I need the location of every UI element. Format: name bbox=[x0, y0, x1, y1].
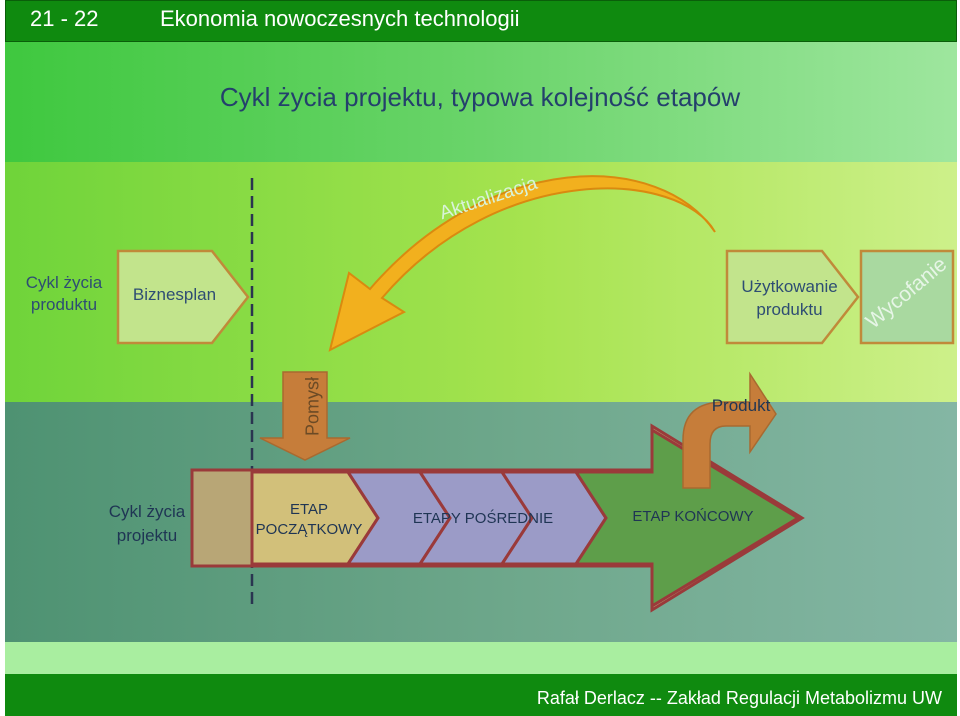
project-lifecycle-label: Cykl życia projektu bbox=[92, 500, 202, 548]
pomysl-label: Pomysł bbox=[302, 377, 323, 437]
uzytkowanie-chevron bbox=[725, 249, 860, 345]
uzytkowanie-label: Użytkowanie produktu bbox=[727, 275, 852, 321]
product-bent-arrow-icon bbox=[682, 371, 777, 489]
uzytkowanie-label-line1: Użytkowanie bbox=[741, 277, 838, 296]
etap-start-label-line1: ETAP bbox=[289, 501, 329, 518]
etap-start-label-line2: POCZĄTKOWY bbox=[255, 521, 363, 538]
update-curved-arrow-icon bbox=[328, 175, 716, 352]
slide-title: Cykl życia projektu, typowa kolejność et… bbox=[219, 82, 741, 112]
title-band bbox=[5, 42, 957, 162]
project-lifecycle-label-line1: Cykl życia bbox=[108, 502, 186, 521]
idea-down-arrow-icon bbox=[259, 371, 351, 461]
header-bar bbox=[5, 0, 957, 42]
etap-start-label: ETAP POCZĄTKOWY bbox=[250, 500, 368, 540]
bottom-band bbox=[5, 642, 957, 674]
etap-end-label: ETAP KOŃCOWY bbox=[632, 508, 754, 525]
biznesplan-label: Biznesplan bbox=[132, 285, 217, 304]
footer-author: Rafał Derlacz -- Zakład Regulacji Metabo… bbox=[536, 688, 942, 708]
slide-number: 21 - 22 bbox=[30, 6, 99, 31]
biznesplan-chevron bbox=[116, 249, 250, 345]
wycofanie-box bbox=[859, 249, 955, 345]
stage-end-chevron bbox=[573, 427, 801, 609]
footer-bar bbox=[5, 674, 957, 716]
uzytkowanie-label-line2: produktu bbox=[756, 300, 823, 319]
project-lifecycle-label-line2: projektu bbox=[116, 526, 178, 545]
course-title: Ekonomia nowoczesnych technologii bbox=[160, 6, 520, 31]
etap-mid-label: ETAPY POŚREDNIE bbox=[412, 510, 554, 527]
product-lifecycle-label-line2: produktu bbox=[30, 295, 98, 314]
product-lifecycle-label: Cykl życia produktu bbox=[14, 272, 114, 316]
produkt-label: Produkt bbox=[711, 396, 771, 415]
product-lifecycle-label-line1: Cykl życia bbox=[25, 273, 103, 292]
